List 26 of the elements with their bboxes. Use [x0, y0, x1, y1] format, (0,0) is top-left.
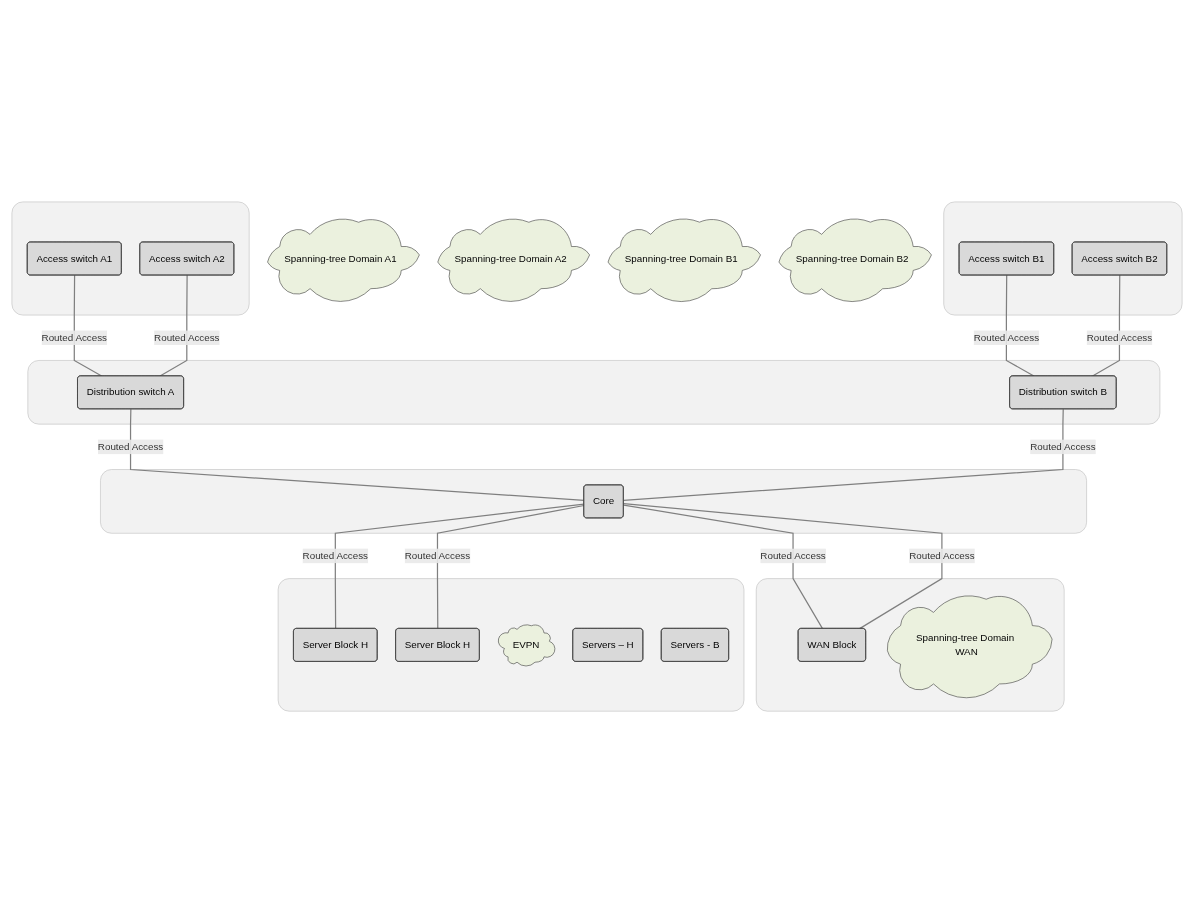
connector	[436, 505, 585, 630]
cluster	[27, 360, 1161, 425]
edge-label: Routed Access	[97, 441, 164, 453]
connector	[73, 275, 103, 378]
connector	[623, 503, 943, 630]
edge-label: Routed Access	[41, 332, 107, 344]
edge-label: Routed Access	[909, 550, 975, 562]
edge-label: Routed Access	[1030, 441, 1096, 453]
connector	[129, 409, 585, 502]
edge-label: Routed Access	[404, 550, 471, 562]
connector	[334, 503, 585, 630]
edge-label: Routed Access	[760, 550, 826, 562]
connector	[1005, 275, 1035, 378]
edge-label: Routed Access	[302, 550, 369, 562]
cluster	[277, 578, 745, 712]
cluster	[100, 469, 1087, 534]
edge-label: Routed Access	[973, 332, 1040, 344]
edge-label: Routed Access	[154, 332, 220, 344]
connector	[623, 504, 824, 630]
cluster	[755, 578, 1065, 712]
connector	[623, 409, 1064, 502]
connector	[1091, 275, 1121, 378]
cluster	[943, 202, 1183, 316]
connector	[159, 275, 188, 378]
edge-label: Routed Access	[1086, 332, 1153, 344]
cluster	[11, 202, 250, 316]
